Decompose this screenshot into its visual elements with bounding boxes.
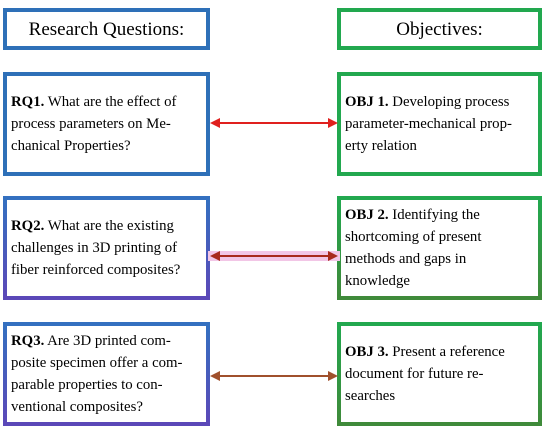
obj3-line-2: document for future re- (345, 366, 484, 382)
rq3-line-4: ventional composites? (11, 399, 143, 415)
obj2-line-4: knowledge (345, 273, 410, 289)
rq2-line-3: fiber reinforced composites? (11, 262, 181, 278)
rq3-box: RQ3. Are 3D printed com- posite specimen… (3, 322, 210, 426)
rq2-line-2: challenges in 3D printing of (11, 240, 178, 256)
objectives-header: Objectives: (337, 8, 542, 50)
rq1-line-2: process parameters on Me- (11, 116, 171, 132)
obj2-line-1: OBJ 2. Identifying the (345, 207, 480, 223)
rq1-line-3: chanical Properties? (11, 138, 131, 154)
obj2-label: OBJ 2. (345, 207, 389, 223)
rq1-box: RQ1. What are the effect of process para… (3, 72, 210, 176)
research-questions-header: Research Questions: (3, 8, 210, 50)
obj1-label: OBJ 1. (345, 94, 389, 110)
rq3-line-2: posite specimen offer a com- (11, 355, 183, 371)
rq1-obj1-arrow (210, 118, 338, 128)
research-questions-title: Research Questions: (28, 18, 185, 40)
objectives-title: Objectives: (396, 18, 483, 40)
obj1-line-3: erty relation (345, 138, 417, 154)
obj3-line-3: searches (345, 388, 396, 404)
rq2-obj2-arrow (208, 251, 340, 261)
obj2-line-3: methods and gaps in (345, 251, 467, 267)
obj2-box: OBJ 2. Identifying the shortcoming of pr… (337, 196, 542, 300)
obj3-label: OBJ 3. (345, 344, 389, 360)
obj1-box: OBJ 1. Developing process parameter-mech… (337, 72, 542, 176)
obj3-box: OBJ 3. Present a reference document for … (337, 322, 542, 426)
rq1-label: RQ1. (11, 94, 45, 110)
rq2-label: RQ2. (11, 218, 45, 234)
rq2-box: RQ2. What are the existing challenges in… (3, 196, 210, 300)
rq1-line-1: RQ1. What are the effect of (11, 94, 177, 110)
rq3-line-3: parable properties to con- (11, 377, 163, 393)
obj2-line-2: shortcoming of present (345, 229, 482, 245)
obj1-line-2: parameter-mechanical prop- (345, 116, 512, 132)
rq3-label: RQ3. (11, 333, 45, 349)
rq3-line-1: RQ3. Are 3D printed com- (11, 333, 171, 349)
rq2-line-1: RQ2. What are the existing (11, 218, 174, 234)
rq3-obj3-arrow (210, 371, 338, 381)
obj1-line-1: OBJ 1. Developing process (345, 94, 510, 110)
obj3-line-1: OBJ 3. Present a reference (345, 344, 505, 360)
